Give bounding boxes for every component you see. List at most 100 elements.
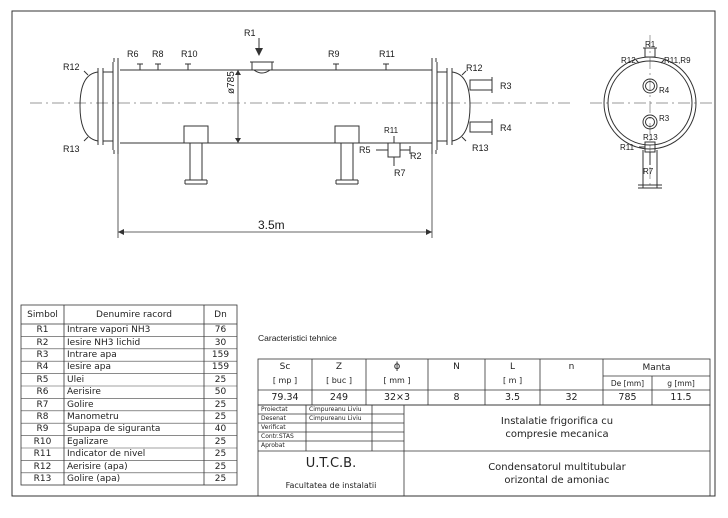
label-r11-fitting: R11 [384,126,399,135]
side-label-r1: R1 [645,40,656,49]
parts-row-symbol: R11 [33,449,52,460]
parts-row-dn: 50 [214,387,227,398]
title-block-grid [257,404,711,497]
tech-n-small: n [568,361,575,372]
label-r5: R5 [359,145,371,155]
side-label-r13: R13 [643,133,658,142]
tech-de: De [mm] [610,379,645,388]
parts-row-symbol: R4 [36,362,49,373]
parts-row-name: Manometru [67,411,119,422]
label-r1: R1 [244,28,256,38]
parts-row-dn: 30 [214,337,227,348]
tech-n-small-value: 32 [565,392,578,403]
length-label: 3.5m [258,218,285,232]
parts-row-name: Ulei [67,374,85,385]
tb-faculty: Facultatea de instalatii [285,480,377,490]
parts-row-dn: 40 [214,424,227,435]
parts-row-name: Iesire NH3 lichid [67,337,141,348]
side-label-r11r9: R11,R9 [664,56,691,65]
label-r7: R7 [394,168,406,178]
parts-table-row-lines [21,336,237,474]
label-r9: R9 [328,49,340,59]
tech-z-value: 249 [329,392,349,403]
parts-row-symbol: R5 [36,374,49,385]
parts-header-dn: Dn [214,309,227,320]
tech-manta: Manta [642,363,671,373]
parts-row-name: Indicator de nivel [67,449,146,460]
tb-verificat: Verificat [261,424,286,431]
tech-l-value: 3.5 [504,392,521,403]
label-r8: R8 [152,49,164,59]
parts-row-name: Intrare apa [67,349,117,360]
parts-row-dn: 25 [214,449,227,460]
parts-row-symbol: R9 [36,424,49,435]
label-r10: R10 [181,49,198,59]
parts-row-name: Aerisire (apa) [67,461,128,472]
side-label-r12: R12 [621,56,636,65]
tb-desenat-name: Cimpureanu Liviu [309,415,362,422]
label-r4: R4 [500,123,512,133]
parts-row-dn: 25 [214,374,227,385]
side-label-r4: R4 [659,86,670,95]
tb-project: Instalatie frigorifica cu compresie meca… [500,416,614,440]
side-label-r7: R7 [643,167,654,176]
tech-n-big-value: 8 [453,392,460,403]
tech-de-value: 785 [618,392,637,403]
parts-row-dn: 25 [214,473,227,484]
parts-row-symbol: R12 [33,461,52,472]
tech-n-big: N [453,361,460,372]
parts-row-symbol: R6 [36,387,49,398]
label-r6: R6 [127,49,139,59]
tb-school: U.T.C.B. [305,455,357,471]
parts-row-symbol: R13 [33,473,52,484]
parts-row-dn: 25 [214,436,227,447]
r1-arrowhead [255,48,263,56]
tech-z-unit: [ buc ] [326,376,352,385]
condenser-side-view [603,47,697,189]
label-r13-right: R13 [472,143,489,153]
parts-row-symbol: R10 [33,436,52,447]
label-r2: R2 [410,151,422,161]
parts-row-dn: 25 [214,461,227,472]
parts-row-dn: 159 [211,349,230,360]
tech-l: L [509,361,515,372]
parts-row-symbol: R1 [36,325,49,336]
parts-row-dn: 25 [214,399,227,410]
label-r3: R3 [500,81,512,91]
tb-proiectat: Proiectat [261,406,288,413]
tech-phi: ϕ [393,361,401,372]
parts-row-name: Aerisire [67,387,101,398]
label-r12-left: R12 [63,62,80,72]
parts-header-denumire: Denumire racord [96,309,172,320]
tech-title: Caracteristici tehnice [258,333,337,343]
label-r11: R11 [379,49,395,59]
side-label-r11: R11 [620,143,635,152]
tb-contrstas: Contr.STAS [261,433,294,440]
parts-row-name: Golire [67,399,94,410]
parts-table-grid [20,304,238,486]
parts-row-name: Supapa de siguranta [67,424,161,435]
tech-g: g [mm] [667,379,695,388]
length-dimension [117,150,433,238]
tech-g-value: 11.5 [670,392,692,403]
parts-row-name: Golire (apa) [67,473,121,484]
tech-phi-value: 32×3 [383,392,411,403]
side-label-r3: R3 [659,114,670,123]
tech-sc-value: 79.34 [271,392,299,403]
parts-row-dn: 25 [214,411,227,422]
parts-row-dn: 159 [211,362,230,373]
tech-phi-unit: [ mm ] [383,376,411,385]
parts-row-name: Egalizare [67,436,109,447]
tb-drawing: Condensatorul multitubular orizontal de … [488,462,626,486]
parts-row-name: Intrare vapori NH3 [67,325,151,336]
parts-row-symbol: R3 [36,349,49,360]
condenser-front-view [79,58,493,185]
tb-desenat: Desenat [261,415,286,422]
tb-proiectat-name: Cimpureanu Liviu [309,406,362,413]
parts-row-symbol: R8 [36,411,49,422]
tech-z: Z [335,361,343,372]
parts-row-dn: 76 [214,325,227,336]
tb-aprobat: Aprobat [261,442,285,449]
